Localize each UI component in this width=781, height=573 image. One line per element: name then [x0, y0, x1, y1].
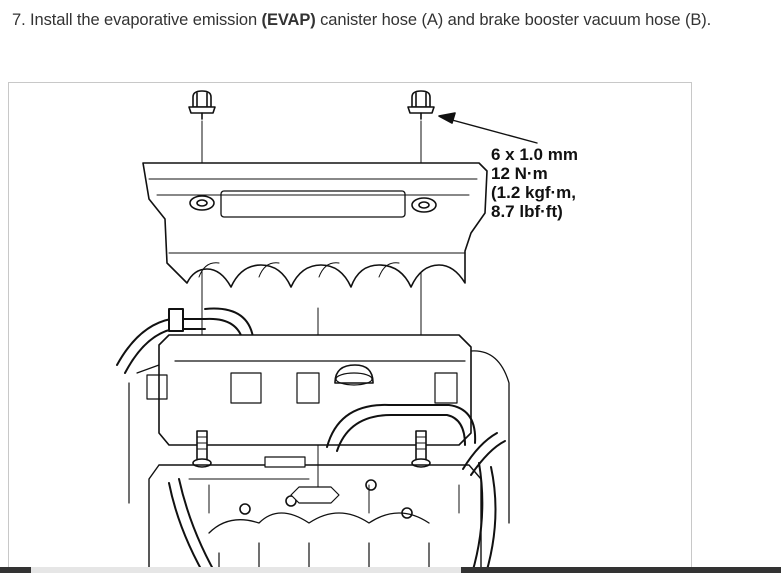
engine-cover-illustration	[116, 90, 538, 573]
scrollbar-thumb[interactable]	[31, 567, 461, 573]
spec-torque-kgfm: (1.2 kgf·m,	[491, 183, 577, 202]
intake-manifold	[148, 456, 497, 573]
instruction-text-part-2: canister hose (A) and brake booster vacu…	[315, 11, 712, 29]
cover-bolt-right	[407, 90, 435, 120]
engine-cover	[142, 162, 488, 288]
step-number: 7.	[12, 11, 26, 29]
instruction-text-part-1: Install the evaporative emission	[30, 11, 262, 29]
bottom-scrollbar[interactable]	[0, 567, 781, 573]
torque-leader-arrow	[438, 112, 538, 144]
cover-bolt-left	[188, 90, 216, 120]
spec-torque-lbfft: 8.7 lbf·ft)	[491, 202, 563, 221]
torque-spec: 6 x 1.0 mm 12 N·m (1.2 kgf·m, 8.7 lbf·ft…	[491, 145, 578, 221]
diagram-figure: 6 x 1.0 mm 12 N·m (1.2 kgf·m, 8.7 lbf·ft…	[8, 82, 692, 573]
valve-cover	[128, 334, 510, 524]
spec-bolt-size: 6 x 1.0 mm	[491, 145, 578, 164]
instruction-text: 7. Install the evaporative emission (EVA…	[12, 11, 711, 30]
instruction-bold-term: (EVAP)	[261, 11, 316, 29]
spec-torque-nm: 12 N·m	[491, 164, 548, 183]
